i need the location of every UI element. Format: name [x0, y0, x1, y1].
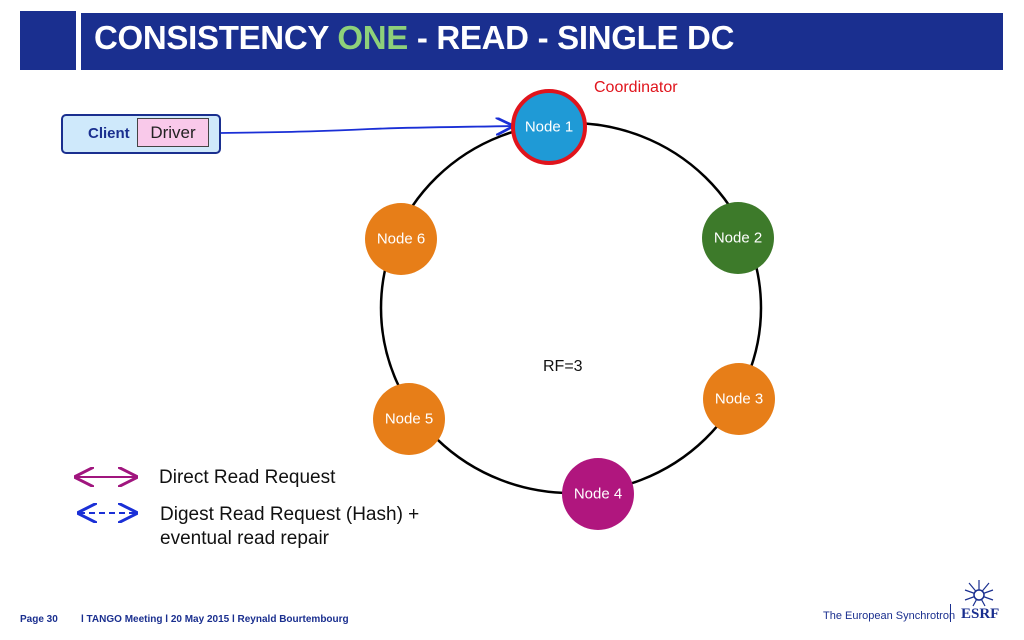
node-6-label: Node 6 — [376, 230, 426, 248]
node-3-label: Node 3 — [714, 390, 764, 408]
title-accent: ONE — [337, 19, 408, 56]
rf-label: RF=3 — [543, 358, 583, 375]
node-2-circle — [702, 202, 774, 274]
node-1-label: Node 1 — [524, 118, 574, 136]
title-prefix: CONSISTENCY — [94, 19, 338, 56]
legend-digest-read-line2: eventual read repair — [160, 528, 329, 549]
driver-box: Driver — [137, 118, 209, 147]
header-left-block — [20, 11, 76, 70]
legend-direct-read: Direct Read Request — [159, 467, 336, 488]
client-request-arrow — [219, 126, 512, 133]
coordinator-label: Coordinator — [594, 79, 678, 96]
node-1-circle — [511, 89, 587, 165]
node-5-circle — [373, 383, 445, 455]
node-5-label: Node 5 — [384, 410, 434, 428]
header-bar — [81, 13, 1003, 70]
node-6-circle — [365, 203, 437, 275]
footer-separator — [950, 604, 951, 622]
page-title: CONSISTENCY ONE - READ - SINGLE DC — [94, 19, 734, 57]
footer-page-number: Page 30 — [20, 614, 58, 625]
esrf-logo-text: ESRF — [961, 606, 1000, 622]
legend-digest-read-line1: Digest Read Request (Hash) + — [160, 504, 420, 525]
node-2-label: Node 2 — [713, 229, 763, 247]
footer-meeting-info: l TANGO Meeting l 20 May 2015 l Reynald … — [81, 614, 349, 625]
node-4-label: Node 4 — [573, 485, 623, 503]
esrf-logo-icon — [964, 580, 994, 607]
client-label: Client — [88, 125, 130, 142]
title-suffix: - READ - SINGLE DC — [407, 19, 735, 56]
node-3-circle — [703, 363, 775, 435]
node-4-circle — [562, 458, 634, 530]
footer-organization: The European Synchrotron — [823, 610, 956, 622]
